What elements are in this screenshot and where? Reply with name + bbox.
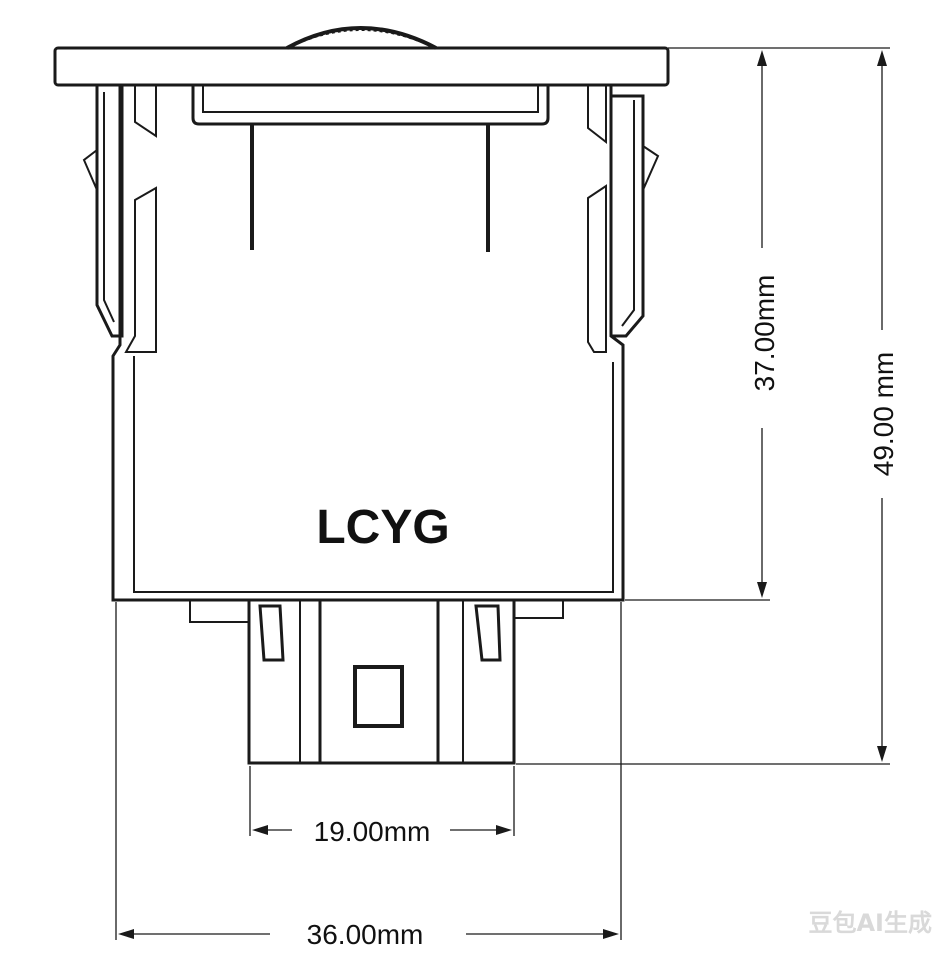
arrowhead: [877, 746, 887, 762]
watermark-label: 豆包AI生成: [808, 909, 932, 937]
dimension-connector-width: 19.00mm: [314, 816, 431, 847]
arrowhead: [603, 929, 619, 939]
terminal-window: [353, 665, 404, 728]
arrowhead: [496, 825, 512, 835]
terminal-pin-right: [474, 604, 502, 662]
arrowhead: [757, 582, 767, 598]
arrowhead: [118, 929, 134, 939]
dimension-body-width: 36.00mm: [307, 919, 424, 950]
top-flange: [53, 46, 670, 87]
terminal-pin-left: [258, 604, 285, 662]
arrowhead: [252, 825, 268, 835]
brand-label: LCYG: [316, 501, 449, 554]
dimension-total-height: 49.00 mm: [868, 352, 899, 477]
top-bracket: [191, 86, 550, 126]
arrowhead: [877, 50, 887, 66]
dimension-inner-height: 37.00mm: [749, 275, 780, 392]
terminal-base: [247, 598, 516, 765]
right-latch: [611, 94, 645, 338]
arrowhead: [757, 50, 767, 66]
left-latch: [95, 86, 124, 338]
